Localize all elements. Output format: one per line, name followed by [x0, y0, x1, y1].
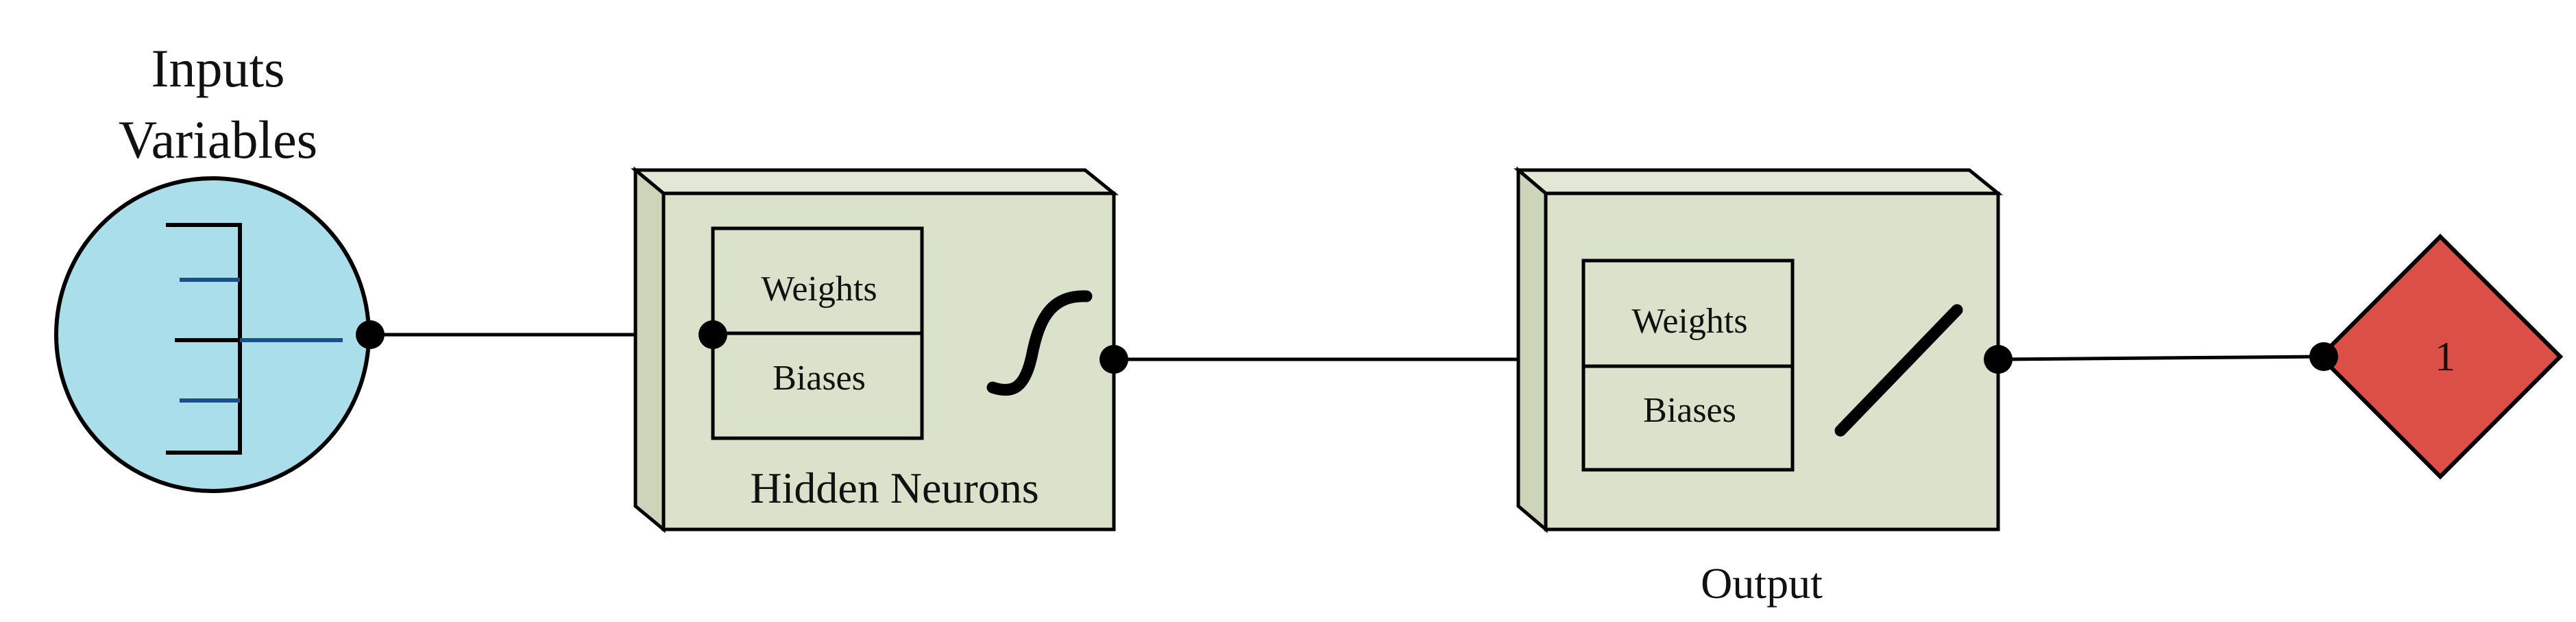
hidden-neurons-block: Weights Biases Hidden Neurons	[631, 166, 1128, 534]
output-biases-label: Biases	[1643, 391, 1736, 430]
sigmoid-icon	[986, 290, 1093, 396]
hidden-output-port	[1099, 345, 1128, 374]
output-to-result-line	[1997, 355, 2324, 361]
output-layer-port	[1984, 345, 2013, 374]
input-port	[356, 320, 385, 349]
input-title-line2: Variables	[119, 110, 317, 169]
hidden-box-side	[633, 166, 666, 534]
output-weights-label: Weights	[1631, 302, 1747, 341]
output-result-port	[2309, 342, 2338, 371]
output-caption: Output	[1701, 559, 1823, 608]
hidden-caption: Hidden Neurons	[750, 464, 1038, 512]
output-box-top	[1514, 168, 2004, 195]
hidden-weights-label: Weights	[761, 270, 877, 309]
linear-icon	[1834, 304, 1963, 437]
input-bus-icon	[166, 223, 343, 455]
hidden-input-port	[698, 320, 727, 349]
hidden-biases-label: Biases	[773, 359, 866, 398]
output-result-label: 1	[2435, 334, 2455, 379]
input-node: Inputs Variables	[54, 38, 385, 493]
output-layer-block: Weights Biases Output	[1514, 166, 2013, 608]
output-diamond	[2317, 233, 2564, 480]
hidden-box-top	[631, 168, 1119, 195]
output-box-side	[1516, 166, 1548, 534]
input-title-line1: Inputs	[151, 38, 285, 98]
output-result-node: 1	[2309, 233, 2564, 480]
